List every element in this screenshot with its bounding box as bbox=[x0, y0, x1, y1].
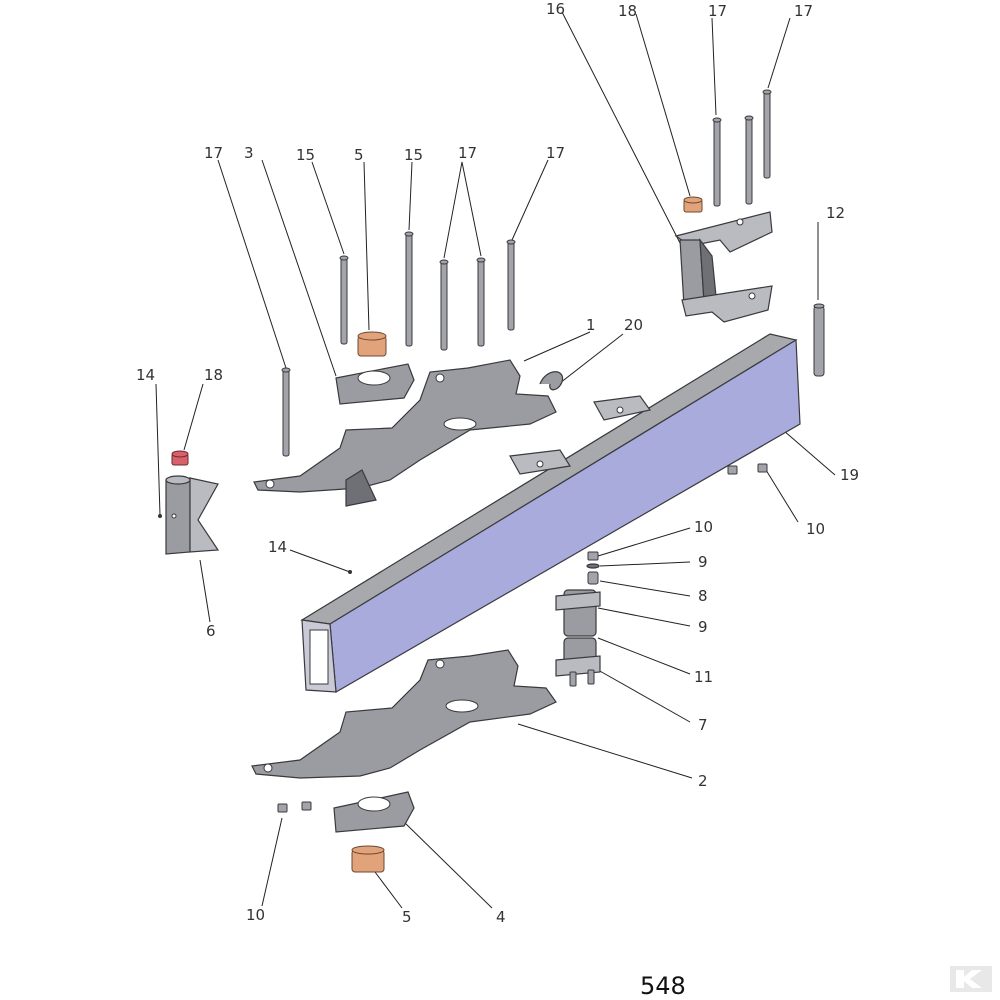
bushing-5-top bbox=[357, 331, 387, 357]
screw-14-center bbox=[348, 570, 352, 574]
hub-3 bbox=[335, 363, 415, 405]
spring-20 bbox=[539, 371, 564, 391]
callout-16: 16 bbox=[546, 0, 565, 18]
callout-17: 17 bbox=[458, 144, 477, 162]
brand-k-logo-icon bbox=[950, 966, 992, 992]
callout-10: 10 bbox=[806, 520, 825, 538]
callout-10: 10 bbox=[694, 518, 713, 536]
callout-17: 17 bbox=[708, 2, 727, 20]
callout-17: 17 bbox=[204, 144, 223, 162]
beam-19 bbox=[300, 333, 801, 693]
pin-12 bbox=[813, 303, 825, 377]
callout-labels: 16 18 17 17 17 3 15 5 15 17 17 12 1 20 1… bbox=[136, 0, 859, 926]
callout-15: 15 bbox=[296, 146, 315, 164]
nuts-10-bottom bbox=[277, 801, 312, 813]
callout-20: 20 bbox=[624, 316, 643, 334]
callout-3: 3 bbox=[244, 144, 254, 162]
callout-18: 18 bbox=[618, 2, 637, 20]
hardware-stack bbox=[586, 551, 600, 585]
callout-18: 18 bbox=[204, 366, 223, 384]
bushing-5-bottom bbox=[351, 845, 385, 873]
callout-1: 1 bbox=[586, 316, 596, 334]
callout-8: 8 bbox=[698, 587, 708, 605]
callout-7: 7 bbox=[698, 716, 708, 734]
nuts-10-right bbox=[727, 463, 768, 475]
callout-11: 11 bbox=[694, 668, 713, 686]
hub-4 bbox=[333, 791, 415, 833]
page-number: 548 bbox=[640, 972, 686, 1000]
callout-14: 14 bbox=[268, 538, 287, 556]
callout-9: 9 bbox=[698, 553, 708, 571]
hinge-assembly bbox=[555, 589, 601, 687]
callout-12: 12 bbox=[826, 204, 845, 222]
plate-1 bbox=[253, 359, 557, 507]
plate-2 bbox=[251, 649, 557, 779]
callout-14: 14 bbox=[136, 366, 155, 384]
callout-17: 17 bbox=[546, 144, 565, 162]
callout-5: 5 bbox=[402, 908, 412, 926]
callout-15: 15 bbox=[404, 146, 423, 164]
callout-10: 10 bbox=[246, 906, 265, 924]
bracket-6 bbox=[165, 475, 220, 555]
callout-19: 19 bbox=[840, 466, 859, 484]
callout-5: 5 bbox=[354, 146, 364, 164]
leader-lines bbox=[155, 11, 836, 909]
pins-top-left bbox=[281, 231, 516, 457]
pins-top-right bbox=[712, 89, 772, 207]
callout-6: 6 bbox=[206, 622, 216, 640]
bushing-18-top bbox=[683, 196, 703, 213]
screw-14-left bbox=[158, 514, 162, 518]
callout-9: 9 bbox=[698, 618, 708, 636]
bracket-16 bbox=[674, 211, 773, 323]
callout-17: 17 bbox=[794, 2, 813, 20]
bushing-18-left bbox=[171, 450, 189, 466]
callout-4: 4 bbox=[496, 908, 506, 926]
callout-2: 2 bbox=[698, 772, 708, 790]
